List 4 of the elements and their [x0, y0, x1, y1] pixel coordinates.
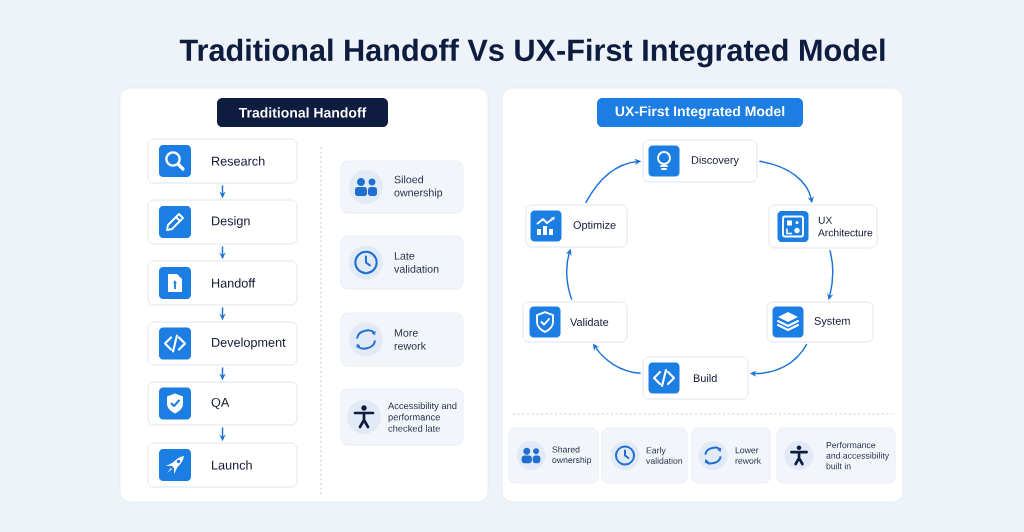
section-header: UX-First Integrated Model: [597, 98, 803, 127]
section-header: Traditional Handoff: [217, 98, 388, 127]
title: Traditional Handoff Vs UX-First Integrated Model: [179, 38, 885, 68]
info-card: Performance and accessibility built in: [776, 427, 896, 484]
